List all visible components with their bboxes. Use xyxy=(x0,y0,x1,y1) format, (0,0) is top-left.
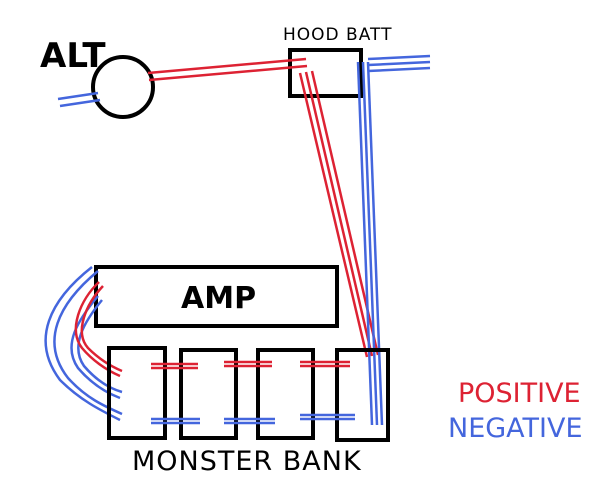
hood-battery-label: HOOD BATT xyxy=(283,25,392,45)
bank-negative-jumpers xyxy=(151,413,355,425)
legend-negative: NEGATIVE xyxy=(448,413,583,444)
monster-bank-label: MONSTER BANK xyxy=(132,446,362,477)
legend-positive: POSITIVE xyxy=(458,378,581,409)
amp-negative-feed-wire xyxy=(44,266,123,422)
alternator-label: ALT xyxy=(40,36,106,76)
bank-battery-3 xyxy=(256,348,315,440)
bank-positive-jumpers xyxy=(151,360,350,370)
amp-label: AMP xyxy=(181,281,256,316)
alt-to-hood-positive-wire xyxy=(147,57,308,82)
hood-to-bank-negative-wire xyxy=(356,61,384,426)
alt-negative-wire xyxy=(57,91,101,108)
alternator-circle xyxy=(91,55,155,119)
bank-battery-4 xyxy=(335,348,390,442)
hood-negative-stub-wire xyxy=(367,54,431,73)
bank-battery-1 xyxy=(107,346,167,440)
bank-battery-2 xyxy=(179,348,238,440)
hood-battery-box xyxy=(288,48,363,98)
monster-bank xyxy=(107,346,390,442)
